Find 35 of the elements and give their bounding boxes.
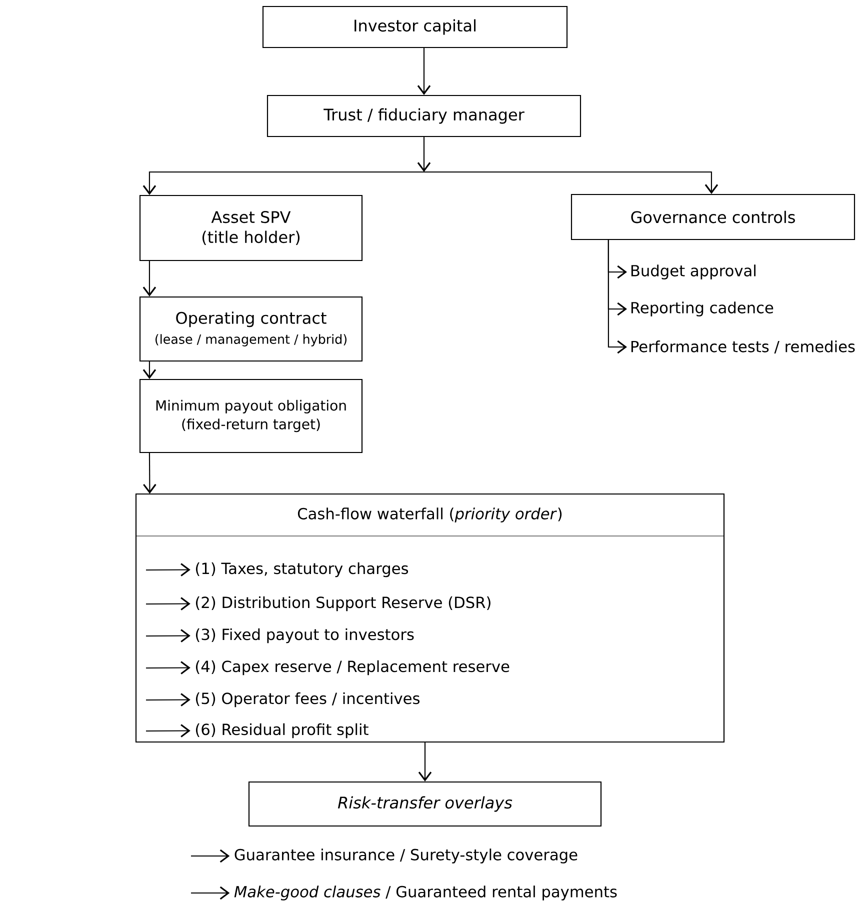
arrow (424, 171, 718, 194)
arrow (191, 849, 230, 863)
arrow (146, 693, 190, 706)
list-item: Performance tests / remedies (631, 340, 855, 354)
process-box: Asset SPV (title holder) (139, 194, 363, 262)
arrow (143, 453, 156, 494)
arrow (146, 563, 190, 576)
arrow (191, 886, 230, 900)
list-item: (1) Taxes, statutory charges (196, 562, 408, 578)
list-item: (2) Distribution Support Reserve (DSR) (196, 596, 490, 612)
arrow (142, 171, 424, 195)
list-item: (4) Capex reserve / Replacement reserve (196, 660, 510, 676)
list-item: Guarantee insurance / Surety-style coverage (234, 848, 578, 864)
arrow (417, 137, 431, 172)
arrow (146, 661, 190, 674)
connector-arrow (608, 240, 627, 354)
arrow (142, 362, 156, 379)
process-box: Risk-transfer overlays (248, 781, 602, 827)
list-item: Make-good clauses / Guaranteed rental payments (234, 886, 617, 900)
list-item: (3) Fixed payout to investors (196, 628, 414, 644)
list-item: (6) Residual profit split (196, 723, 368, 738)
list-item: (5) Operator fees / incentives (196, 692, 420, 708)
list-item: Budget approval (631, 264, 756, 280)
process-box: Minimum payout obligation (fixed-return target) (139, 378, 363, 454)
arrow (417, 48, 431, 95)
arrow (146, 597, 190, 610)
process-box: Operating contract (lease / management / hybrid) (139, 296, 363, 362)
arrow (146, 724, 190, 738)
list-item: Reporting cadence (631, 302, 774, 316)
arrow (418, 742, 432, 782)
arrow (142, 261, 156, 296)
process-box: Investor capital (262, 6, 568, 48)
process-box: Governance controls (570, 194, 856, 240)
arrow (146, 629, 190, 642)
process-box: Trust / fiduciary manager (266, 94, 582, 138)
